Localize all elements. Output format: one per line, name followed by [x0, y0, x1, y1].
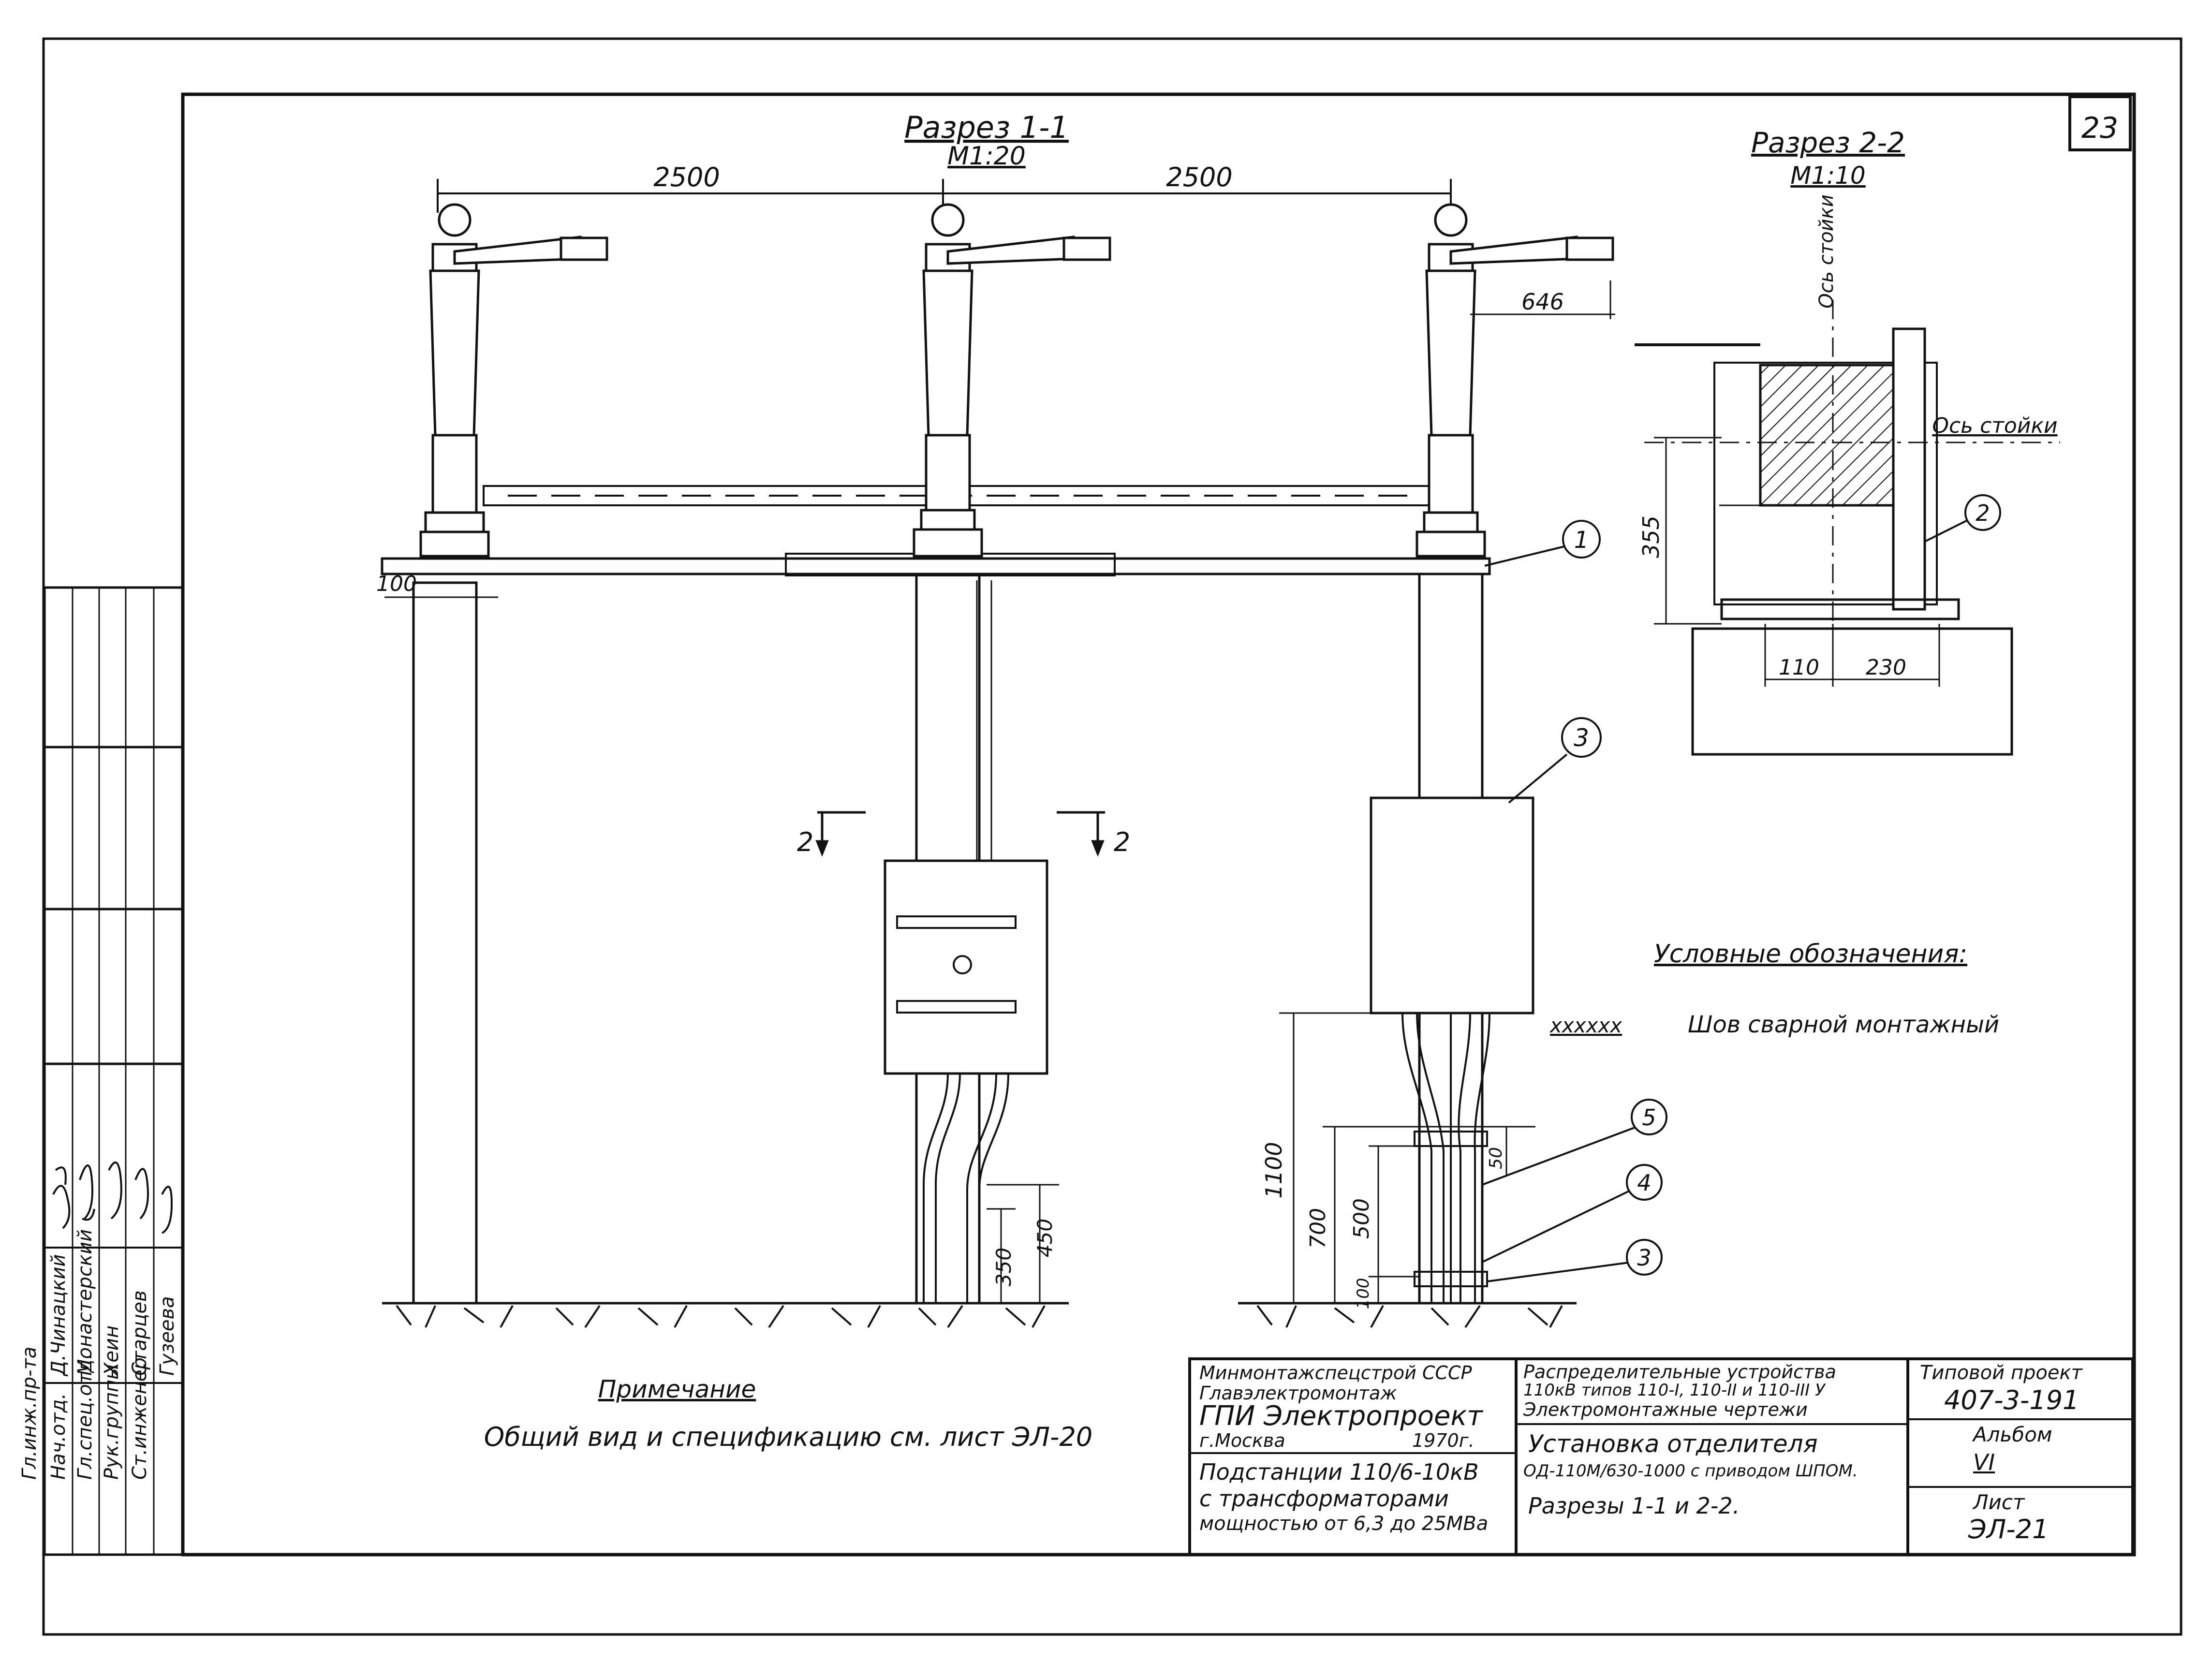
insulator-center — [913, 203, 1111, 558]
callout-2 — [1924, 494, 2001, 543]
callout-1-label: 1 — [1574, 527, 1589, 554]
typical-project-label: Типовой проект — [1920, 1362, 2082, 1384]
sheet-title-1: Установка отделителя — [1528, 1430, 1818, 1458]
callout-3-top-label: 3 — [1574, 724, 1589, 752]
section-mark-left-label: 2 — [797, 827, 813, 857]
insulator-left — [419, 203, 608, 558]
section-mark-right-label: 2 — [1114, 827, 1130, 857]
legend-title: Условные обозначения: — [1654, 940, 1967, 969]
stamp-role-4: Ст.инженер — [129, 1357, 151, 1480]
section-2-scale: М1:10 — [1790, 162, 1865, 190]
sheet-title-2: ОД-110М/630-1000 с приводом ШПОМ. — [1523, 1461, 1858, 1481]
project-line-3: мощностью от 6,3 до 25МВа — [1199, 1513, 1489, 1535]
signature-marks — [52, 1162, 173, 1234]
dim-110-230 — [1764, 624, 1940, 687]
dim-646-label: 646 — [1521, 289, 1564, 315]
callout-1 — [1484, 520, 1601, 567]
dim-355 — [1654, 437, 1722, 625]
sheet-title-3: Разрезы 1-1 и 2-2. — [1528, 1493, 1740, 1519]
callouts-lower — [1482, 1099, 1667, 1282]
stamp-role-3: Рук.группы — [101, 1364, 123, 1480]
list-label: Лист — [1973, 1490, 2025, 1514]
span-left-label: 2500 — [653, 162, 720, 192]
legend-text: Шов сварной монтажный — [1688, 1011, 1999, 1038]
title-block-grid — [1188, 1357, 2134, 1556]
dim-355-label: 355 — [1638, 515, 1664, 558]
drive-cabinet — [884, 859, 1048, 1075]
org-line-2: Главэлектромонтаж — [1199, 1383, 1397, 1404]
series-line-1: Распределительные устройства — [1523, 1361, 1836, 1383]
callout-5-label: 5 — [1642, 1104, 1656, 1131]
right-cables — [1401, 1013, 1490, 1303]
project-line-1: Подстанции 110/6-10кВ — [1199, 1459, 1479, 1485]
section-mark-right — [1057, 811, 1105, 857]
insulator-right — [1416, 203, 1614, 558]
stamp-role-1: Нач.отд. — [47, 1393, 70, 1480]
album-label: Альбом — [1973, 1423, 2052, 1446]
list-value: ЭЛ-21 — [1968, 1514, 2049, 1544]
left-column — [412, 581, 478, 1305]
sheet-number: 23 — [2081, 111, 2118, 145]
axis-horizontal-label: Ось стойки — [1932, 413, 2057, 438]
org-name: ГПИ Электропроект — [1199, 1400, 1483, 1432]
callout-2-label: 2 — [1976, 500, 1990, 526]
dim-100b-label: 100 — [1354, 1278, 1373, 1309]
section-2-title: Разрез 2-2 — [1751, 126, 1905, 159]
stamp-name-2: Хеин — [101, 1325, 123, 1376]
dim-1100-label: 1100 — [1261, 1142, 1287, 1198]
org-city: г.Москва — [1199, 1430, 1285, 1451]
legend-symbol: xxxxxx — [1549, 1014, 1622, 1037]
stamp-name-1: Монастерский — [74, 1229, 96, 1376]
section-1-1-heading: Разрез 1-1 М1:20 — [904, 110, 1069, 171]
note: Примечание Общий вид и спецификацию см. … — [484, 1375, 1092, 1452]
org-line-1: Минмонтажспецстрой СССР — [1199, 1362, 1472, 1383]
dim-50-label: 50 — [1486, 1147, 1506, 1169]
project-line-2: с трансформаторами — [1199, 1486, 1449, 1512]
section-2-2-heading: Разрез 2-2 М1:10 — [1751, 126, 1905, 190]
series-line-3: Электромонтажные чертежи — [1523, 1399, 1808, 1420]
junction-box — [1370, 796, 1534, 1015]
callout-4-label: 4 — [1637, 1170, 1651, 1196]
series-line-2: 110кВ типов 110-I, 110-II и 110-III У — [1523, 1381, 1825, 1400]
dim-700-label: 700 — [1306, 1208, 1330, 1249]
axis-vertical-label: Ось стойки — [1815, 194, 1838, 309]
left-stamp-grid — [43, 586, 184, 1556]
dim-350-label: 350 — [992, 1248, 1016, 1286]
dim-500-label: 500 — [1349, 1198, 1374, 1239]
ground-hatching — [396, 1305, 1563, 1328]
sheet-number-box: 23 — [2068, 95, 2132, 151]
dim-100-label: 100 — [376, 572, 417, 596]
section-1-title: Разрез 1-1 — [904, 110, 1069, 145]
dim-230-label: 230 — [1866, 655, 1906, 680]
dim-110-label: 110 — [1779, 655, 1819, 680]
section-2-2-view — [1635, 300, 2060, 756]
section-mark-left — [815, 811, 866, 857]
dim-350-450 — [987, 1184, 1059, 1303]
album-value: VI — [1973, 1449, 1995, 1475]
stamp-name-4: Гузеева — [156, 1296, 178, 1376]
dim-646 — [1470, 280, 1615, 319]
org-year: 1970г. — [1412, 1430, 1475, 1451]
dim-450-label: 450 — [1033, 1219, 1057, 1257]
note-text: Общий вид и спецификацию см. лист ЭЛ-20 — [484, 1422, 1092, 1452]
cabinet-cables — [923, 1073, 1009, 1303]
callout-3-top — [1508, 717, 1602, 804]
stamp-name-3: Старцев — [129, 1290, 151, 1376]
note-title: Примечание — [598, 1375, 756, 1403]
section-1-scale: М1:20 — [947, 142, 1026, 171]
callout-3-bottom-label: 3 — [1637, 1245, 1651, 1271]
stamp-role-0: Гл.инж.пр-та — [18, 1346, 41, 1480]
right-dims — [1279, 1012, 1535, 1303]
stamp-name-0: Д.Чинацкий — [47, 1254, 70, 1376]
sheet-borders — [42, 37, 2183, 1636]
legend: Условные обозначения: xxxxxx Шов сварной… — [1549, 940, 1999, 1038]
span-right-label: 2500 — [1166, 162, 1232, 192]
typical-project-value: 407-3-191 — [1944, 1385, 2079, 1415]
